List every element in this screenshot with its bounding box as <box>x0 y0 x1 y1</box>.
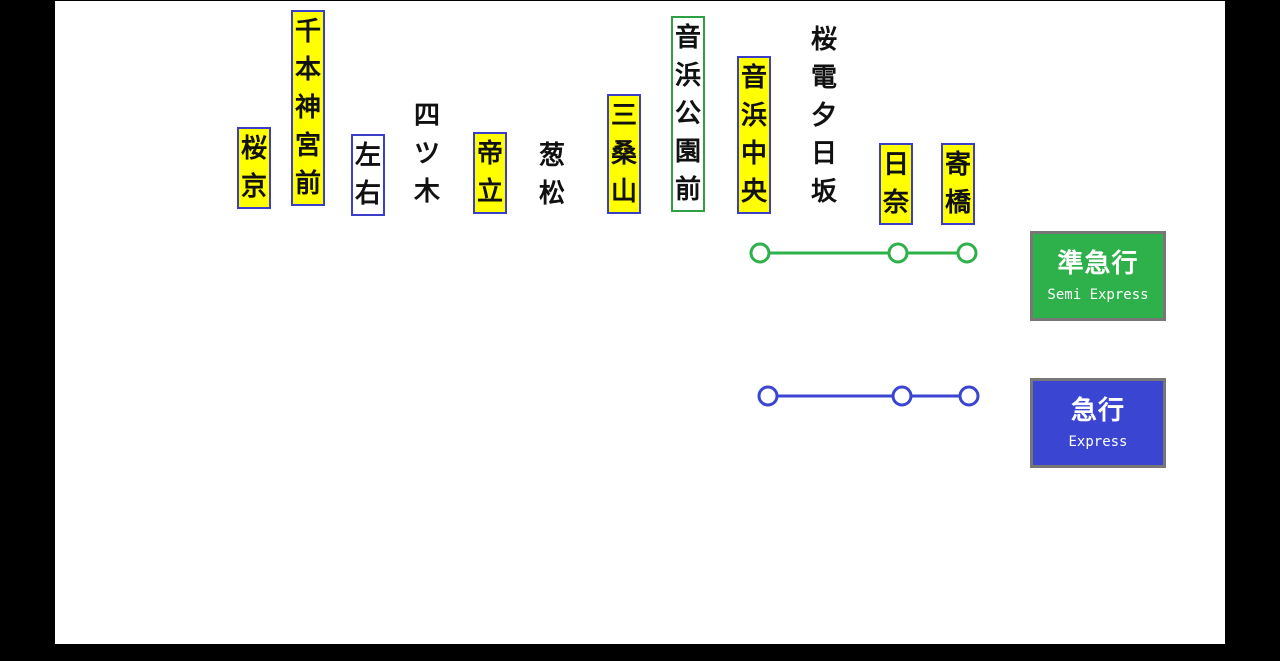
station-teiritsu[interactable]: 帝 立 <box>473 132 508 214</box>
station-char: 前 <box>675 175 702 205</box>
stop-circle[interactable] <box>749 242 771 264</box>
service-name-en: Express <box>1068 434 1128 450</box>
station-char: 音 <box>741 63 768 93</box>
stop-circle[interactable] <box>887 242 909 264</box>
station-char: 公 <box>675 99 702 129</box>
stop-circle[interactable] <box>956 242 978 264</box>
express-line <box>757 385 980 407</box>
service-lines <box>749 242 980 407</box>
semi-express-line <box>749 242 978 264</box>
station-char: 日 <box>883 150 910 180</box>
station-char: 夕 <box>811 101 838 131</box>
service-name-ja: 急行 <box>1070 396 1125 426</box>
station-char: 京 <box>241 172 268 202</box>
station-char: 音 <box>675 23 702 53</box>
station-char: 桜 <box>241 134 268 164</box>
station-char: 神 <box>295 93 322 123</box>
station-char: 央 <box>741 177 768 207</box>
station-char: 三 <box>611 101 638 131</box>
station-char: 本 <box>295 55 322 85</box>
route-diagram-canvas: 桜 京 千 本 神 宮 前 左 右 四 ツ 木 帝 立 葱 松 三 桑 山 音 … <box>55 1 1225 644</box>
station-sakuradenyuhizaka[interactable]: 桜 電 夕 日 坂 <box>807 18 841 214</box>
station-char: 日 <box>811 139 838 169</box>
express-legend[interactable]: 急行 Express <box>1030 378 1166 468</box>
station-yorihashi[interactable]: 寄 橋 <box>941 143 976 225</box>
station-char: 桑 <box>611 139 638 169</box>
semi-express-legend[interactable]: 準急行 Semi Express <box>1030 231 1166 321</box>
station-char: 桜 <box>811 25 838 55</box>
station-char: 前 <box>295 169 322 199</box>
station-negimatsu[interactable]: 葱 松 <box>535 134 569 216</box>
stop-circle[interactable] <box>891 385 913 407</box>
service-name-en: Semi Express <box>1047 287 1149 303</box>
station-hina[interactable]: 日 奈 <box>879 143 914 225</box>
station-char: 千 <box>295 17 322 47</box>
station-senbonjingumae[interactable]: 千 本 神 宮 前 <box>291 10 326 206</box>
station-char: 四 <box>414 101 441 131</box>
station-sayu[interactable]: 左 右 <box>351 134 386 216</box>
station-char: ツ <box>414 139 441 169</box>
station-char: 立 <box>477 177 504 207</box>
station-char: 電 <box>811 63 838 93</box>
station-char: 中 <box>741 139 768 169</box>
station-char: 寄 <box>945 150 972 180</box>
station-sakurakyo[interactable]: 桜 京 <box>237 127 272 209</box>
station-char: 帝 <box>477 139 504 169</box>
station-otohamakoenmae[interactable]: 音 浜 公 園 前 <box>671 16 706 212</box>
station-char: 葱 <box>539 141 566 171</box>
station-mikuwayama[interactable]: 三 桑 山 <box>607 94 642 214</box>
station-char: 木 <box>414 177 441 207</box>
station-char: 宮 <box>295 131 322 161</box>
station-char: 松 <box>539 179 566 209</box>
station-char: 坂 <box>811 177 838 207</box>
station-char: 奈 <box>883 188 910 218</box>
station-char: 右 <box>355 179 382 209</box>
station-char: 園 <box>675 137 702 167</box>
station-char: 浜 <box>741 101 768 131</box>
station-char: 橋 <box>945 188 972 218</box>
station-char: 山 <box>611 177 638 207</box>
station-otohamachuo[interactable]: 音 浜 中 央 <box>737 56 772 214</box>
stop-circle[interactable] <box>757 385 779 407</box>
station-yotsugi[interactable]: 四 ツ 木 <box>410 94 444 214</box>
station-char: 左 <box>355 141 382 171</box>
station-char: 浜 <box>675 61 702 91</box>
service-name-ja: 準急行 <box>1057 249 1139 279</box>
stop-circle[interactable] <box>958 385 980 407</box>
